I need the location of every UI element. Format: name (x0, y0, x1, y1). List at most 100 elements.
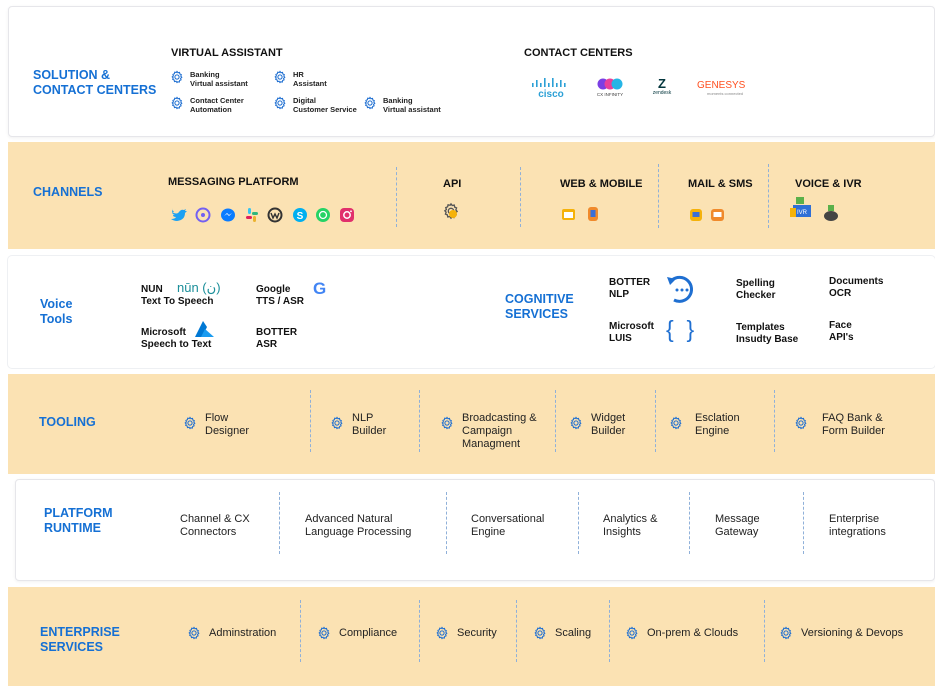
runtime-analytics[interactable]: Analytics & Insights (603, 513, 658, 538)
tool-escalation-engine[interactable]: Esclation Engine (669, 412, 740, 438)
tool-label: Esclation Engine (695, 412, 740, 437)
slack-icon[interactable] (246, 208, 258, 222)
cognitive-title: COGNITIVE SERVICES (505, 292, 574, 321)
ent-label: Compliance (339, 626, 398, 639)
gear-icon (669, 416, 683, 430)
cisco-logo: cisco (530, 78, 572, 100)
tool-label: FAQ Bank & Form Builder (822, 412, 885, 437)
runtime-title: PLATFORM RUNTIME (44, 506, 113, 535)
svg-text:S: S (297, 211, 304, 222)
contact-centers-header: CONTACT CENTERS (524, 47, 633, 59)
va-item-banking-2[interactable]: Banking Virtual assistant (363, 96, 441, 114)
va-item-digital[interactable]: Digital Customer Service (273, 96, 357, 114)
api-gear-icon[interactable] (442, 202, 460, 220)
ent-scaling[interactable]: Scaling (533, 626, 591, 640)
zendesk-text: zendesk (652, 90, 672, 96)
ent-administration[interactable]: Adminstration (187, 626, 276, 640)
ent-label: Versioning & Devops (801, 626, 904, 639)
cisco-bars-icon (532, 78, 566, 87)
va-item-banking[interactable]: Banking Virtual assistant (170, 70, 248, 88)
skype-icon[interactable]: S (293, 208, 307, 222)
cisco-text: cisco (538, 89, 564, 100)
va-label: Contact Center Automation (190, 96, 244, 114)
va-label: HR Assistant (293, 70, 327, 88)
web-mobile-header: WEB & MOBILE (560, 178, 643, 190)
tooling-divider (419, 390, 420, 452)
ent-onprem-clouds[interactable]: On-prem & Clouds (625, 626, 738, 640)
gear-icon (363, 96, 377, 110)
phone-icon[interactable] (823, 204, 839, 222)
channels-divider (396, 167, 397, 227)
genesys-text: GENESYS (697, 80, 746, 91)
workplace-icon[interactable] (267, 207, 283, 223)
tool-faq-bank[interactable]: FAQ Bank & Form Builder (794, 412, 885, 438)
sms-icon[interactable] (710, 207, 725, 222)
enterprise-divider (419, 600, 420, 662)
channels-divider (658, 164, 659, 228)
va-item-hr[interactable]: HR Assistant (273, 70, 327, 88)
voice-cognitive-band (8, 256, 935, 368)
tool-label: Flow Designer (205, 412, 250, 437)
enterprise-divider (764, 600, 765, 662)
ent-versioning[interactable]: Versioning & Devops (779, 626, 903, 640)
ent-label: Scaling (555, 626, 592, 639)
runtime-nlp[interactable]: Advanced Natural Language Processing (305, 513, 412, 538)
ms-luis-label: Microsoft LUIS (609, 321, 654, 344)
tool-label: Widget Builder (591, 412, 626, 437)
web-icon[interactable] (561, 207, 576, 222)
tooling-title: TOOLING (39, 415, 96, 429)
gear-icon (625, 626, 639, 640)
mail-icon[interactable] (689, 207, 703, 222)
runtime-conversational-engine[interactable]: Conversational Engine (471, 513, 545, 538)
instagram-icon[interactable] (340, 208, 354, 222)
ent-compliance[interactable]: Compliance (317, 626, 397, 640)
botter-nlp-label: BOTTER NLP (609, 277, 651, 300)
gear-icon (317, 626, 331, 640)
runtime-channel-cx[interactable]: Channel & CX Connectors (180, 513, 250, 538)
botter-nlp-icon (664, 274, 698, 304)
runtime-band (15, 479, 935, 581)
google-icon: G (313, 279, 327, 298)
va-item-contact-center[interactable]: Contact Center Automation (170, 96, 244, 114)
voice-ivr-header: VOICE & IVR (795, 178, 862, 190)
luis-braces-icon: { } (666, 316, 695, 342)
svg-text:IVR: IVR (797, 210, 808, 216)
voice-tools-title: Voice Tools (40, 297, 73, 326)
va-label: Banking Virtual assistant (383, 96, 441, 114)
ent-label: Security (457, 626, 497, 639)
mobile-icon[interactable] (585, 206, 600, 222)
gear-icon (330, 416, 344, 430)
ivr-icon[interactable]: IVR (789, 196, 815, 222)
tool-widget-builder[interactable]: Widget Builder (569, 412, 625, 438)
zendesk-icon: Z (658, 76, 666, 91)
ent-label: On-prem & Clouds (647, 626, 739, 639)
zendesk-logo: Z zendesk (647, 76, 677, 97)
ms-speech-label: Microsoft Speech to Text (141, 327, 212, 350)
gear-icon (779, 626, 793, 640)
virtual-assistant-header: VIRTUAL ASSISTANT (171, 47, 283, 59)
ent-security[interactable]: Security (435, 626, 497, 640)
tooling-divider (774, 390, 775, 452)
botter-asr-label: BOTTER ASR (256, 327, 298, 350)
azure-icon (193, 320, 217, 338)
enterprise-band (8, 587, 935, 686)
messenger-icon[interactable] (221, 208, 235, 222)
whatsapp-icon[interactable] (316, 208, 330, 222)
tool-nlp-builder[interactable]: NLP Builder (330, 412, 386, 438)
tooling-divider (655, 390, 656, 452)
tooling-divider (555, 390, 556, 452)
runtime-divider (446, 492, 447, 554)
face-api-label: Face API's (829, 320, 854, 343)
ent-label: Adminstration (209, 626, 277, 639)
enterprise-divider (300, 600, 301, 662)
viber-icon[interactable] (195, 207, 211, 223)
tool-flow-designer[interactable]: Flow Designer (183, 412, 249, 438)
gear-icon (187, 626, 201, 640)
api-header: API (443, 178, 462, 190)
templates-label: Templates Insudty Base (736, 322, 799, 345)
gear-icon (183, 416, 197, 430)
runtime-message-gateway[interactable]: Message Gateway (715, 513, 760, 538)
tool-broadcasting[interactable]: Broadcasting & Campaign Managment (440, 412, 537, 451)
runtime-enterprise-integrations[interactable]: Enterprise integrations (829, 513, 886, 538)
twitter-icon[interactable] (171, 208, 187, 221)
